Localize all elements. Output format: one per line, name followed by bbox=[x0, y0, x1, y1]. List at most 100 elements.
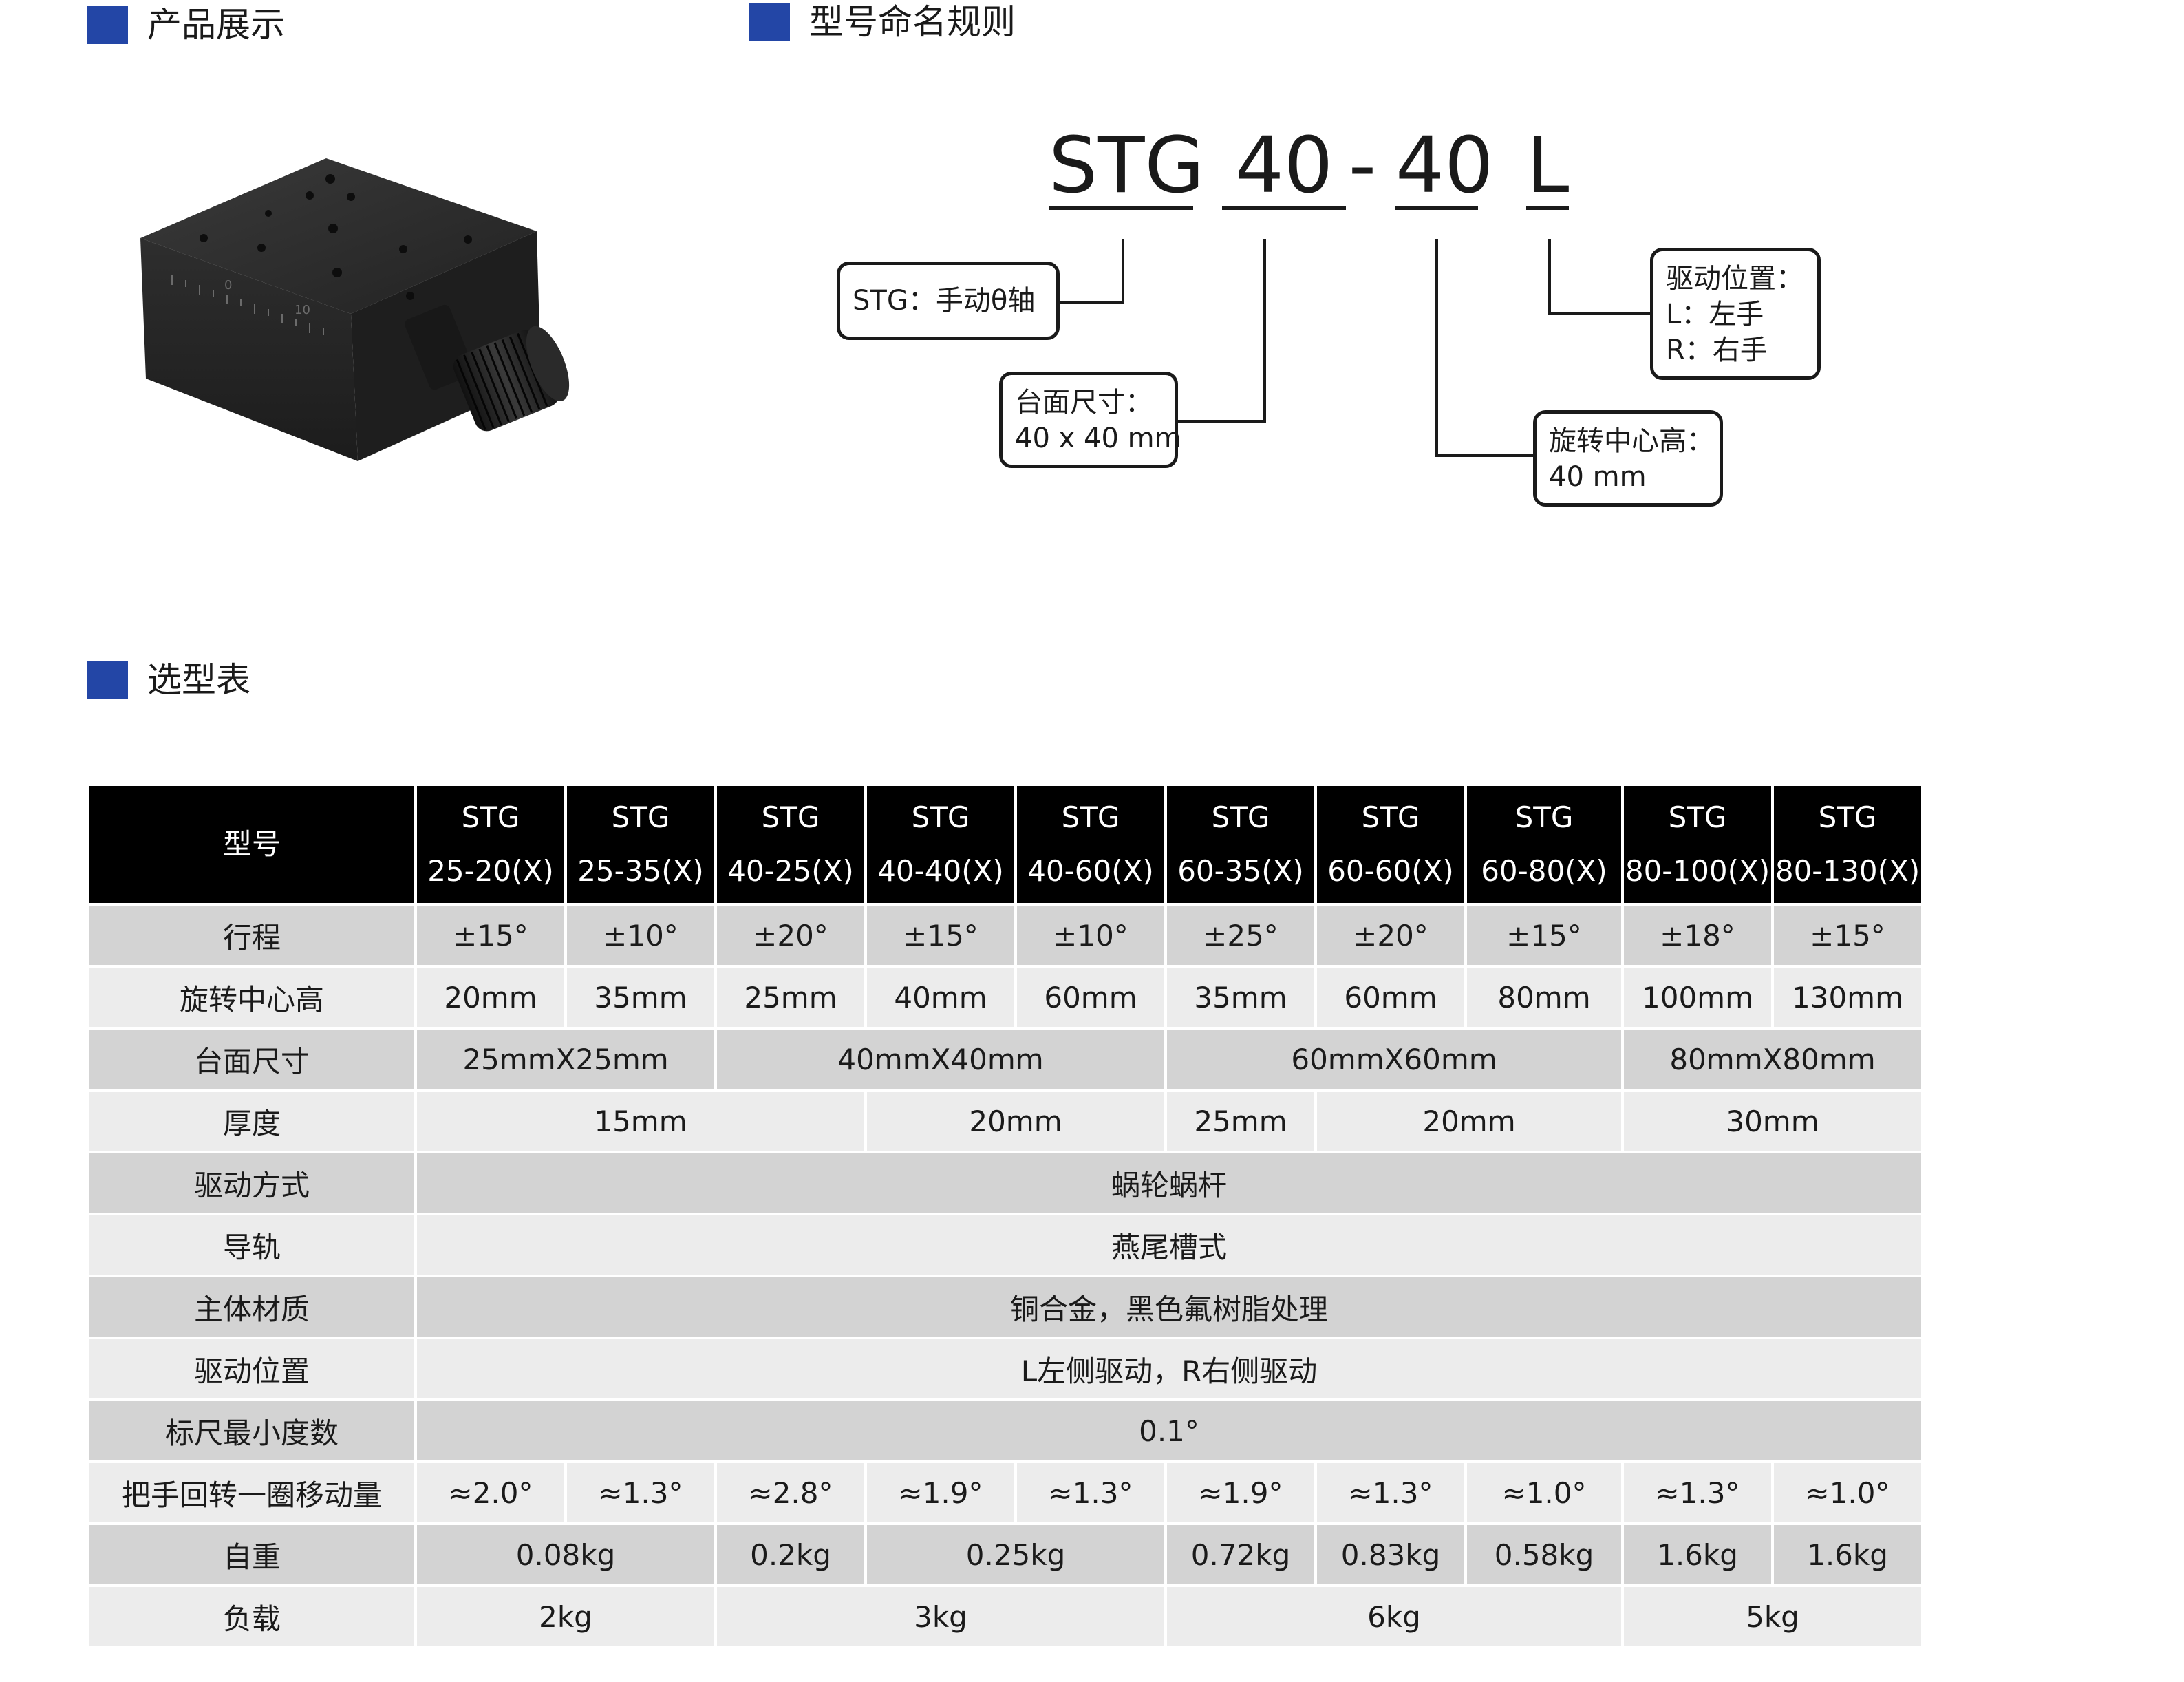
row-label: 主体材质 bbox=[89, 1277, 414, 1337]
callout-line: 40 x 40 mm bbox=[1015, 423, 1181, 454]
table-cell: ±15° bbox=[417, 906, 564, 965]
table-cell: 25mmX25mm bbox=[417, 1030, 714, 1089]
table-cell: ≈1.9° bbox=[867, 1463, 1014, 1522]
section-header-naming: 型号命名规则 bbox=[749, 1, 1016, 43]
table-cell: 60mmX60mm bbox=[1167, 1030, 1621, 1089]
table-cell: ≈2.8° bbox=[717, 1463, 864, 1522]
row-label: 导轨 bbox=[89, 1215, 414, 1275]
table-cell: 60mm bbox=[1017, 968, 1164, 1027]
callout-line: 旋转中心高： bbox=[1549, 425, 1714, 457]
table-cell: 35mm bbox=[1167, 968, 1314, 1027]
table-cell: 35mm bbox=[567, 968, 714, 1027]
callout-series: STG：手动θ轴 bbox=[837, 262, 1060, 340]
model-series: STG bbox=[1061, 800, 1120, 834]
model-code: 40-60(X) bbox=[1027, 854, 1154, 888]
row-label: 把手回转一圈移动量 bbox=[89, 1463, 414, 1522]
table-cell: ≈1.0° bbox=[1774, 1463, 1921, 1522]
table-cell: 80mm bbox=[1467, 968, 1621, 1027]
code-series: STG bbox=[1049, 121, 1205, 211]
table-cell: 20mm bbox=[867, 1092, 1164, 1151]
row-label: 负载 bbox=[89, 1587, 414, 1646]
table-cell: ≈1.3° bbox=[1624, 1463, 1771, 1522]
model-code: 40-40(X) bbox=[877, 854, 1004, 888]
table-cell: ≈1.0° bbox=[1467, 1463, 1621, 1522]
table-cell: ≈1.3° bbox=[1017, 1463, 1164, 1522]
table-cell: 燕尾槽式 bbox=[417, 1215, 1921, 1275]
table-cell: 0.08kg bbox=[417, 1525, 714, 1584]
model-series: STG bbox=[911, 800, 970, 834]
model-header: STG 25-35(X) bbox=[567, 786, 714, 903]
table-cell: 80mmX80mm bbox=[1624, 1030, 1921, 1089]
table-cell: 5kg bbox=[1624, 1587, 1921, 1646]
section-title-naming: 型号命名规则 bbox=[809, 2, 1016, 42]
table-cell: 1.6kg bbox=[1624, 1525, 1771, 1584]
model-code: 80-100(X) bbox=[1625, 854, 1770, 888]
table-row: 导轨燕尾槽式 bbox=[89, 1215, 1921, 1275]
row-label: 厚度 bbox=[89, 1092, 414, 1151]
table-body: 行程±15°±10°±20°±15°±10°±25°±20°±15°±18°±1… bbox=[89, 906, 1921, 1646]
model-code: 80-130(X) bbox=[1775, 854, 1920, 888]
row-label: 旋转中心高 bbox=[89, 968, 414, 1027]
table-cell: 0.1° bbox=[417, 1401, 1921, 1460]
section-marker bbox=[87, 661, 128, 699]
model-code: 60-80(X) bbox=[1481, 854, 1607, 888]
header-label: 型号 bbox=[89, 786, 414, 903]
table-row: 把手回转一圈移动量≈2.0°≈1.3°≈2.8°≈1.9°≈1.3°≈1.9°≈… bbox=[89, 1463, 1921, 1522]
model-series: STG bbox=[761, 800, 820, 834]
code-table-size: 40 bbox=[1234, 121, 1334, 211]
table-cell: 蜗轮蜗杆 bbox=[417, 1153, 1921, 1213]
table-header-row: 型号 STG 25-20(X) STG 25-35(X) STG 40-25(X) S… bbox=[89, 786, 1921, 903]
model-series: STG bbox=[611, 800, 670, 834]
table-row: 驱动方式蜗轮蜗杆 bbox=[89, 1153, 1921, 1213]
table-cell: 40mm bbox=[867, 968, 1014, 1027]
rotary-stage-photo: 0 10 bbox=[140, 158, 570, 461]
code-underline bbox=[1526, 206, 1569, 210]
table-cell: ±18° bbox=[1624, 906, 1771, 965]
model-series: STG bbox=[1818, 800, 1877, 834]
table-cell: 40mmX40mm bbox=[717, 1030, 1164, 1089]
model-header: STG 40-60(X) bbox=[1017, 786, 1164, 903]
table-cell: 6kg bbox=[1167, 1587, 1621, 1646]
table-cell: ±20° bbox=[717, 906, 864, 965]
code-center-height: 40 bbox=[1395, 121, 1494, 211]
selection-table: 型号 STG 25-20(X) STG 25-35(X) STG 40-25(X) S… bbox=[87, 783, 1924, 1649]
callout-table-size: 台面尺寸： 40 x 40 mm bbox=[999, 372, 1181, 468]
callout-line: 驱动位置： bbox=[1666, 263, 1803, 295]
section-title-product: 产品展示 bbox=[147, 5, 285, 45]
model-code: 60-60(X) bbox=[1327, 854, 1454, 888]
table-row: 主体材质铜合金，黑色氟树脂处理 bbox=[89, 1277, 1921, 1337]
model-series: STG bbox=[461, 800, 520, 834]
table-cell: 60mm bbox=[1317, 968, 1464, 1027]
callout-drive-position: 驱动位置： L：左手 R：右手 bbox=[1650, 248, 1821, 380]
model-code: 60-35(X) bbox=[1177, 854, 1304, 888]
row-label: 驱动方式 bbox=[89, 1153, 414, 1213]
table-cell: 0.72kg bbox=[1167, 1525, 1314, 1584]
table-cell: 130mm bbox=[1774, 968, 1921, 1027]
code-underline bbox=[1222, 206, 1346, 210]
scale-mark: 0 bbox=[224, 278, 232, 292]
model-code: 25-20(X) bbox=[427, 854, 554, 888]
model-code: 25-35(X) bbox=[577, 854, 704, 888]
callout-line: L：左手 bbox=[1666, 299, 1764, 330]
row-label: 标尺最小度数 bbox=[89, 1401, 414, 1460]
table-cell: 铜合金，黑色氟树脂处理 bbox=[417, 1277, 1921, 1337]
callout-center-height: 旋转中心高： 40 mm bbox=[1533, 410, 1723, 507]
table-cell: 25mm bbox=[1167, 1092, 1314, 1151]
row-label: 台面尺寸 bbox=[89, 1030, 414, 1089]
model-header: STG 80-130(X) bbox=[1774, 786, 1921, 903]
table-cell: ±15° bbox=[867, 906, 1014, 965]
table-cell: 0.83kg bbox=[1317, 1525, 1464, 1584]
model-code: 40-25(X) bbox=[727, 854, 854, 888]
section-header-selection: 选型表 bbox=[87, 659, 250, 701]
model-header: STG 25-20(X) bbox=[417, 786, 564, 903]
table-cell: 25mm bbox=[717, 968, 864, 1027]
table-cell: 3kg bbox=[717, 1587, 1164, 1646]
